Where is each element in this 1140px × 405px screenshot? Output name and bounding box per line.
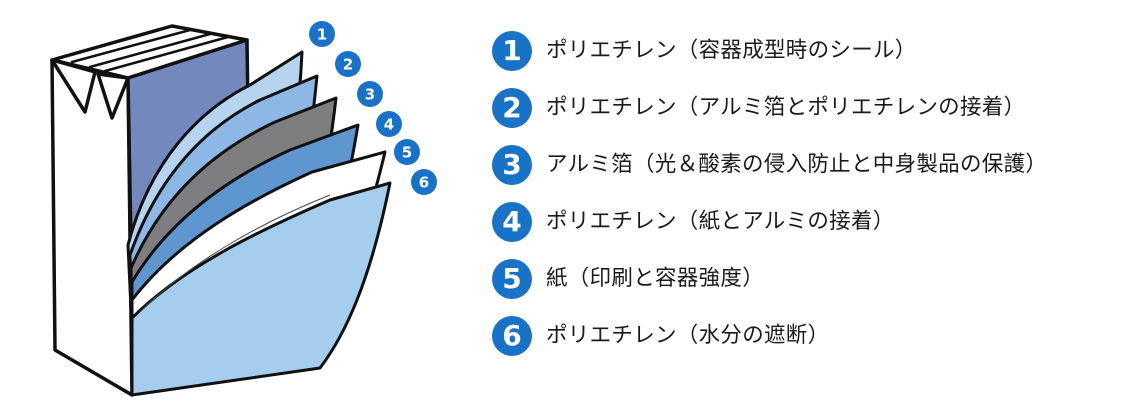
layer-legend: 1 ポリエチレン（容器成型時のシール） 2 ポリエチレン（アルミ箔とポリエチレン…	[492, 31, 1132, 373]
legend-label-4: ポリエチレン（紙とアルミの接着）	[546, 209, 895, 234]
layer-badge-3: 3	[357, 81, 383, 107]
carton-front-face	[50, 58, 134, 397]
layer-badge-6-label: 6	[419, 174, 429, 192]
legend-label-2: ポリエチレン（アルミ箔とポリエチレンの接着）	[546, 95, 1026, 120]
legend-badge-4: 4	[492, 202, 532, 242]
layer-badge-5-label: 5	[402, 144, 412, 162]
legend-label-1: ポリエチレン（容器成型時のシール）	[546, 38, 917, 63]
legend-item-3: 3 アルミ箔（光＆酸素の侵入防止と中身製品の保護）	[492, 145, 1132, 202]
legend-badge-5: 5	[492, 259, 532, 299]
legend-badge-6: 6	[492, 316, 532, 356]
carton-layer-diagram: 1 2 3 4 5 6	[50, 21, 437, 397]
layer-badge-1: 1	[309, 21, 335, 47]
layer-badge-2-label: 2	[343, 56, 353, 74]
carton-right-flap	[96, 72, 130, 120]
layer-badge-6: 6	[411, 169, 437, 195]
layer-6	[130, 181, 392, 397]
carton-corner-flap	[50, 58, 97, 114]
layer-badge-4: 4	[376, 111, 402, 137]
legend-item-1: 1 ポリエチレン（容器成型時のシール）	[492, 31, 1132, 88]
legend-item-2: 2 ポリエチレン（アルミ箔とポリエチレンの接着）	[492, 88, 1132, 145]
legend-item-6: 6 ポリエチレン（水分の遮断）	[492, 316, 1132, 373]
layer-badge-1-label: 1	[317, 26, 327, 44]
legend-item-4: 4 ポリエチレン（紙とアルミの接着）	[492, 202, 1132, 259]
legend-badge-1: 1	[492, 31, 532, 71]
legend-label-5: 紙（印刷と容器強度）	[546, 266, 765, 291]
legend-badge-3: 3	[492, 145, 532, 185]
legend-label-6: ポリエチレン（水分の遮断）	[546, 323, 830, 348]
layer-badge-4-label: 4	[384, 116, 394, 134]
legend-badge-2: 2	[492, 88, 532, 128]
layer-badge-5: 5	[394, 139, 420, 165]
layer-badge-2: 2	[335, 51, 361, 77]
legend-label-3: アルミ箔（光＆酸素の侵入防止と中身製品の保護）	[546, 152, 1048, 177]
legend-item-5: 5 紙（印刷と容器強度）	[492, 259, 1132, 316]
layer-badge-3-label: 3	[365, 86, 375, 104]
